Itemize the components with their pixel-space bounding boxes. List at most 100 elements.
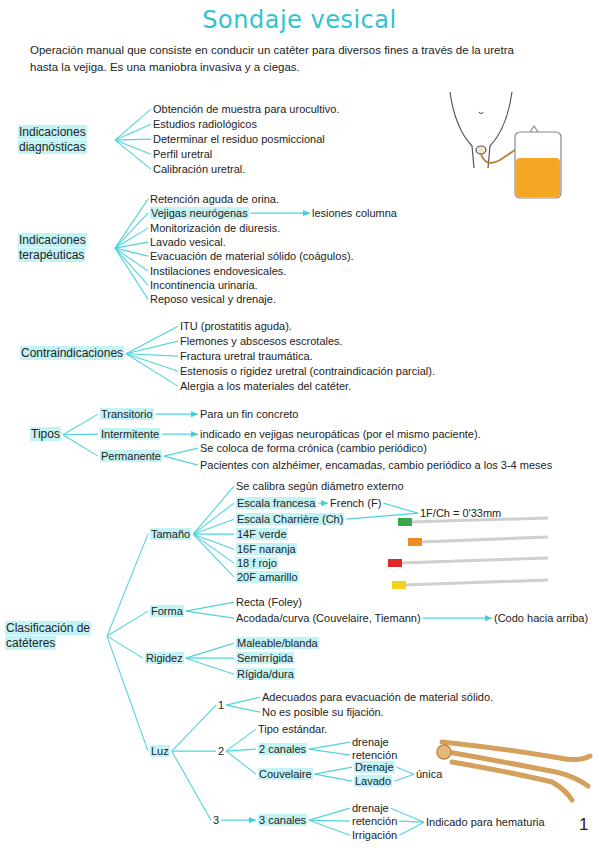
node-text: 2 <box>218 745 224 757</box>
topic-item: Se calibra según diámetro externo <box>236 479 404 493</box>
node-text: 20F amarillo <box>236 571 299 583</box>
node-text: ITU (prostatitis aguda). <box>180 320 292 332</box>
node-text: Clasificación de catéteres <box>5 621 91 651</box>
branch-line <box>315 767 352 774</box>
topic-item: Irrigación <box>352 828 397 842</box>
branch-line <box>186 602 234 611</box>
topic-item: Adecuados para evacuación de material só… <box>262 690 493 704</box>
node-text: Lavado <box>354 775 392 787</box>
topic-root: Indicaciones diagnósticas <box>18 125 113 156</box>
topic-item: Monitorización de diuresis. <box>150 221 280 235</box>
branch-line <box>309 749 350 755</box>
node-text: Indicaciones diagnósticas <box>18 125 87 155</box>
branch-line <box>309 820 350 821</box>
node-text: drenaje <box>352 802 389 814</box>
topic-item: Obtención de muestra para urocultivo. <box>153 102 340 116</box>
node-text: 1F/Ch = 0'33mm <box>420 507 501 519</box>
node-text: Perfil uretral <box>153 148 212 160</box>
bag-hook <box>530 126 538 132</box>
foley-tube <box>452 762 572 800</box>
branch-line <box>423 618 492 619</box>
node-text: Escala francesa <box>236 497 316 509</box>
topic-item: Couvelaire <box>258 767 313 781</box>
node-text: Indicado para hematuria <box>426 816 545 828</box>
topic-item: Perfil uretral <box>153 147 212 161</box>
topic-item: retención <box>352 814 397 828</box>
branch-line <box>115 109 151 140</box>
node-text: Recta (Foley) <box>236 596 302 608</box>
node-text: 16F naranja <box>236 543 297 555</box>
topic-item: lesiones columna <box>312 206 397 220</box>
branch-line <box>115 140 151 169</box>
catheter-tube <box>400 558 548 563</box>
topic-item: 2 canales <box>258 742 307 756</box>
node-text: Fractura uretral traumática. <box>180 350 313 362</box>
branch-line <box>172 705 216 751</box>
node-text: Para un fin concreto <box>200 408 298 420</box>
branch-line <box>126 354 178 371</box>
branch-line <box>172 751 211 820</box>
branch-line <box>397 767 414 774</box>
node-text: French (F) <box>330 497 381 509</box>
node-text: 14F verde <box>236 528 288 540</box>
topic-item: Instilaciones endovesicales. <box>150 264 286 278</box>
node-text: Calibración uretral. <box>153 163 245 175</box>
branch-line <box>309 808 350 820</box>
node-text: Flemones y abscesos escrotales. <box>180 335 343 347</box>
node-text: Intermitente <box>100 428 160 440</box>
node-text: Escala Charrière (Ch) <box>236 513 344 525</box>
topic-item: Flemones y abscesos escrotales. <box>180 334 343 348</box>
branch-line <box>309 820 350 835</box>
branch-line <box>115 140 151 154</box>
node-text: Contraindicaciones <box>20 346 124 360</box>
topic-item: 14F verde <box>236 527 288 541</box>
branch-line <box>186 643 234 658</box>
node-text: Pacientes con alzhéimer, encamadas, camb… <box>200 459 552 471</box>
topic-item: 3 canales <box>258 813 307 827</box>
node-text: Drenaje <box>354 761 395 773</box>
branch-line <box>309 742 350 749</box>
branch-line <box>156 414 198 415</box>
node-text: Tipos <box>30 427 61 441</box>
branch-line <box>172 751 216 752</box>
branch-line <box>315 774 352 781</box>
topic-item: Vejigas neurógenas <box>150 206 249 220</box>
topic-item: drenaje <box>352 735 389 749</box>
topic-item: Acodada/curva (Couvelaire, Tiemann) <box>236 611 421 625</box>
branch-line <box>126 354 178 386</box>
node-text: 18 f rojo <box>236 557 278 569</box>
topic-branch: Tamaño <box>150 527 191 541</box>
topic-branch: Intermitente <box>100 427 160 441</box>
branch-line <box>226 729 256 751</box>
branch-line <box>115 248 148 285</box>
node-text: Obtención de muestra para urocultivo. <box>153 103 340 115</box>
branch-line <box>193 534 234 577</box>
topic-item: 1 <box>218 698 224 712</box>
node-text: Vejigas neurógenas <box>150 207 249 219</box>
branch-line <box>115 248 148 271</box>
branch-line <box>107 534 148 636</box>
topic-item: Retención aguda de orina. <box>150 192 279 206</box>
node-text: Couvelaire <box>258 768 313 780</box>
topic-item: Reposo vesical y drenaje. <box>150 292 276 306</box>
topic-item: drenaje <box>352 801 389 815</box>
branch-line <box>115 228 148 248</box>
branch-line <box>318 503 328 504</box>
node-text: lesiones columna <box>312 207 397 219</box>
topic-root: Clasificación de catéteres <box>5 621 105 652</box>
foley-illustration <box>437 742 590 800</box>
node-text: No es posible su fijación. <box>262 706 384 718</box>
topic-item: indicado en vejigas neuropáticas (por el… <box>200 427 481 441</box>
topic-item: Lavado <box>354 774 392 788</box>
topic-item: Evacuación de material sólido (coágulos)… <box>150 249 354 263</box>
branch-line <box>126 354 178 356</box>
branch-line <box>399 821 424 822</box>
branch-line <box>399 822 424 835</box>
catheter-illustration <box>450 92 561 198</box>
topic-item: Escala Charrière (Ch) <box>236 512 344 526</box>
topic-branch: Luz <box>150 744 170 758</box>
node-text: Incontinencia urinaria. <box>150 279 258 291</box>
node-text: Tamaño <box>150 528 191 540</box>
urine-bag <box>515 132 561 198</box>
